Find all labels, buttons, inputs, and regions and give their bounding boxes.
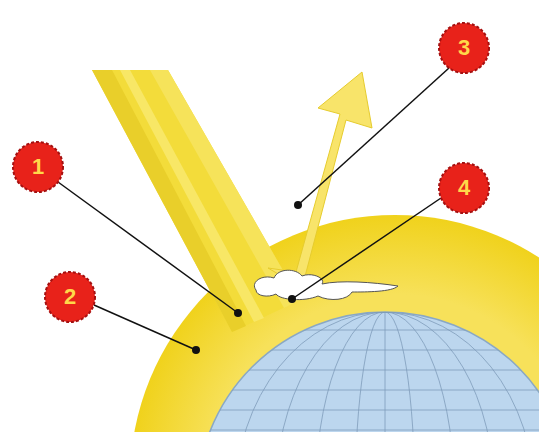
- leader-dots: [192, 201, 302, 354]
- callout-number: 2: [50, 277, 90, 317]
- callout-number: 1: [18, 147, 58, 187]
- callout-number: 4: [444, 168, 484, 208]
- callout-discs: [13, 23, 489, 322]
- callout-number: 3: [444, 28, 484, 68]
- earth-globe: [197, 300, 539, 432]
- leader-lines: [58, 68, 449, 350]
- cloud: [254, 270, 398, 299]
